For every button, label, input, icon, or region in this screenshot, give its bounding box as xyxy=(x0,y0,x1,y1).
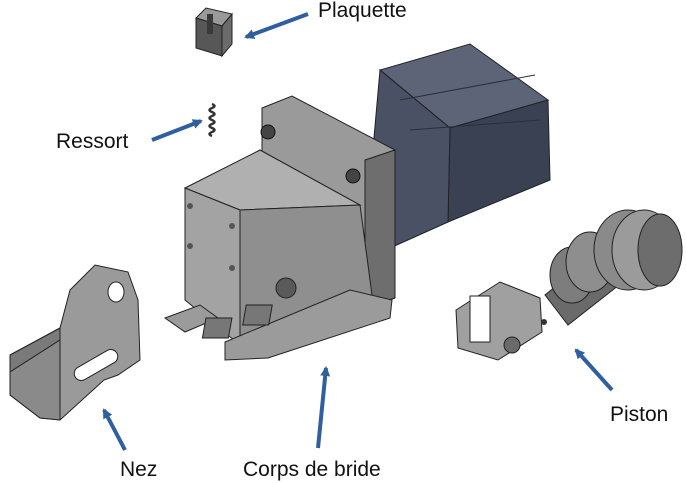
ressort-part xyxy=(208,102,216,138)
piston-part xyxy=(455,209,683,361)
label-corps-de-bride: Corps de bride xyxy=(243,458,381,481)
arrow-plaquette xyxy=(244,12,309,39)
label-piston: Piston xyxy=(610,403,669,426)
nez-part xyxy=(9,264,141,421)
label-plaquette: Plaquette xyxy=(318,0,407,22)
arrow-ressort xyxy=(151,119,203,142)
label-ressort: Ressort xyxy=(56,130,129,153)
label-nez: Nez xyxy=(120,458,158,481)
cylinder-body-part xyxy=(371,43,551,249)
arrow-piston xyxy=(574,348,614,392)
arrow-corps xyxy=(316,366,331,449)
arrow-nez xyxy=(102,408,127,451)
clamp-body-part xyxy=(163,149,393,361)
plaquette-part xyxy=(195,7,233,58)
